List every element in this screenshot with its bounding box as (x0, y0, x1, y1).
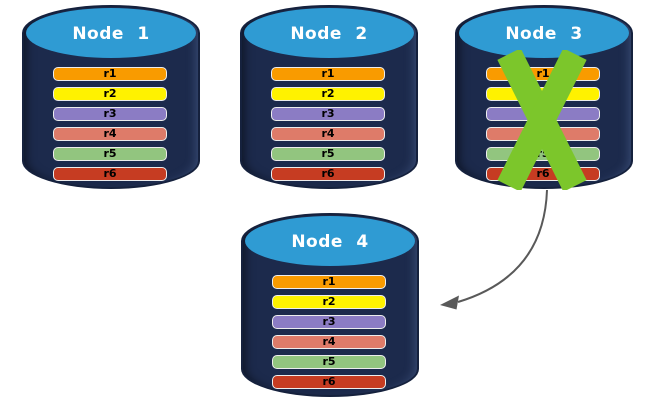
node-2-cylinder-top: Node 2 (244, 8, 414, 58)
node-1-cylinder-top: Node 1 (26, 8, 196, 58)
row-r6: r6 (271, 167, 385, 181)
row-r6: r6 (53, 167, 167, 181)
row-r2: r2 (53, 87, 167, 101)
failover-arrow-line (457, 189, 548, 303)
node-4: Node 4 r1 r2 r3 r4 r5 r6 (241, 213, 419, 397)
node-4-rows: r1 r2 r3 r4 r5 r6 (272, 275, 386, 389)
row-r3: r3 (271, 107, 385, 121)
node-1-rows: r1 r2 r3 r4 r5 r6 (53, 67, 167, 181)
row-r5: r5 (272, 355, 386, 369)
row-r1: r1 (271, 67, 385, 81)
node-3-cylinder-top: Node 3 (459, 8, 629, 58)
row-r4: r4 (271, 127, 385, 141)
node-2-title: Node 2 (290, 24, 368, 44)
row-r4: r4 (272, 335, 386, 349)
node-3-title: Node 3 (505, 24, 583, 44)
row-r4: r4 (53, 127, 167, 141)
node-3: Node 3 r1 r2 r3 r4 r5 r6 (455, 5, 633, 190)
failure-x-icon (497, 50, 587, 190)
node-4-cylinder-top: Node 4 (245, 216, 415, 266)
node-1: Node 1 r1 r2 r3 r4 r5 r6 (22, 5, 200, 189)
failover-arrowhead-icon (440, 295, 459, 310)
row-r1: r1 (272, 275, 386, 289)
row-r5: r5 (271, 147, 385, 161)
node-4-title: Node 4 (291, 232, 369, 252)
row-r6: r6 (272, 375, 386, 389)
node-2: Node 2 r1 r2 r3 r4 r5 r6 (240, 5, 418, 189)
row-r1: r1 (53, 67, 167, 81)
row-r3: r3 (272, 315, 386, 329)
row-r5: r5 (53, 147, 167, 161)
row-r2: r2 (271, 87, 385, 101)
row-r3: r3 (53, 107, 167, 121)
node-1-title: Node 1 (72, 24, 150, 44)
row-r2: r2 (272, 295, 386, 309)
node-2-rows: r1 r2 r3 r4 r5 r6 (271, 67, 385, 181)
